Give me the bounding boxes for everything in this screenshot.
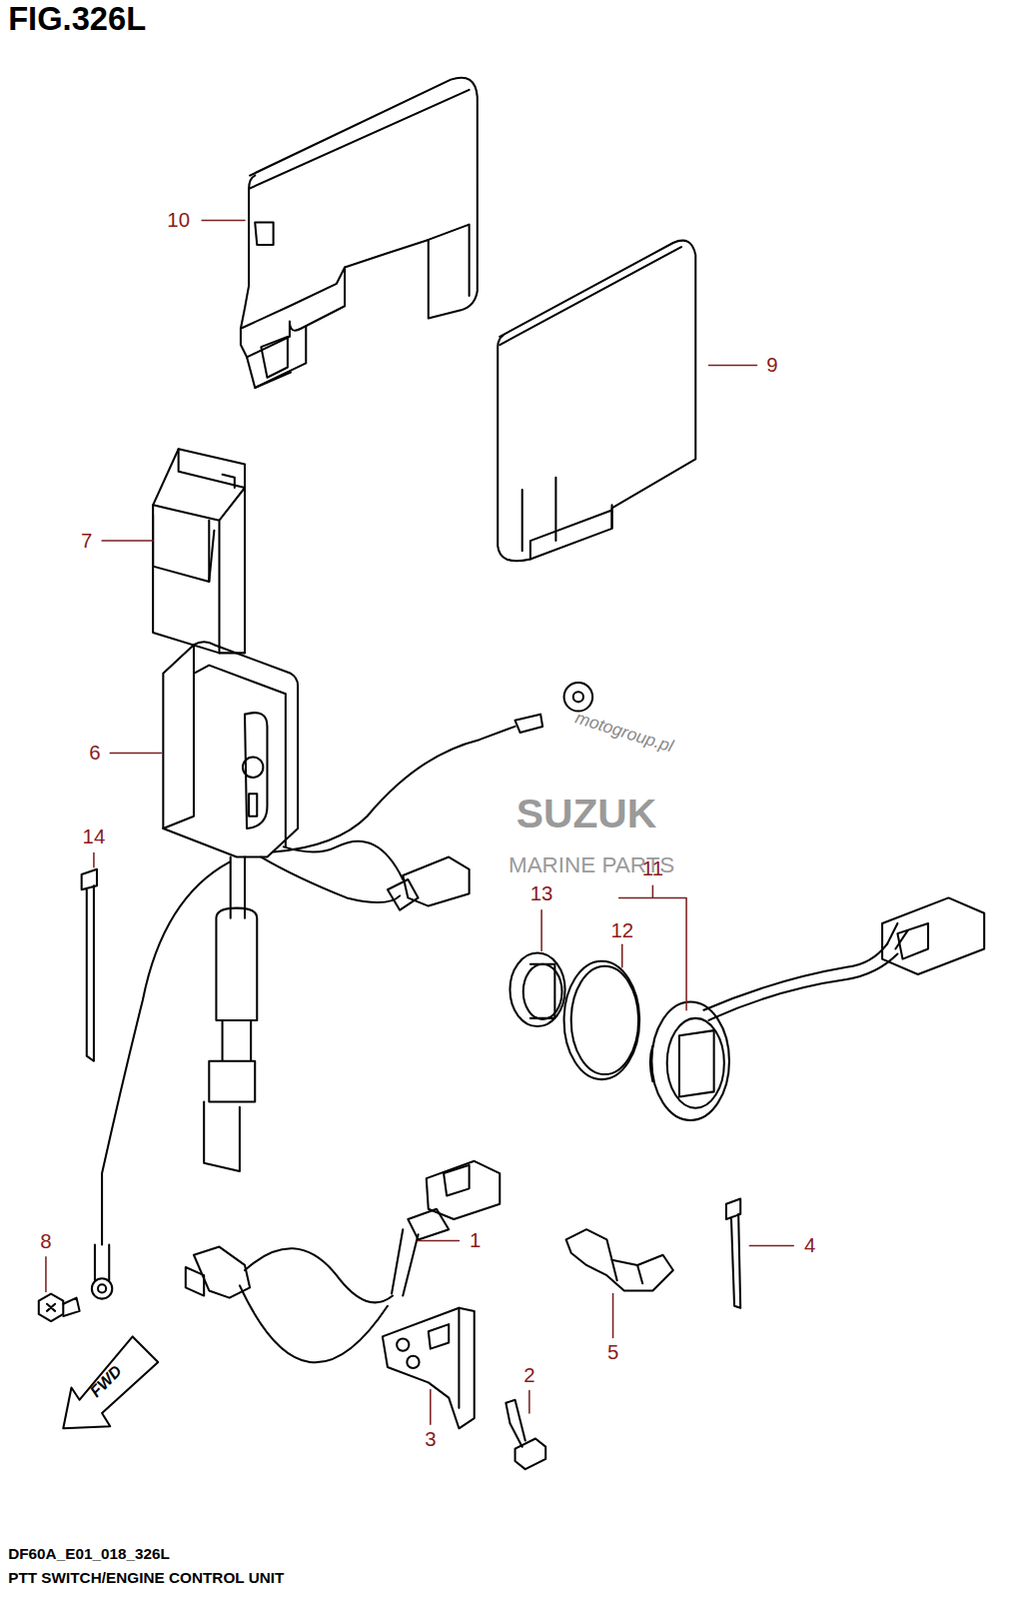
callout-number: 12 [610, 918, 634, 942]
callout-number: 13 [530, 882, 554, 906]
callout-number: 10 [166, 208, 190, 232]
callout-number: 3 [424, 1427, 436, 1451]
callout-number: 1 [469, 1228, 481, 1252]
callout-number: 4 [804, 1233, 816, 1257]
callout-number: 14 [82, 824, 106, 848]
figure-code: DF60A_E01_018_326L [7, 1544, 170, 1562]
figure-title: FIG.326L [7, 0, 146, 38]
callout-number: 5 [607, 1340, 619, 1364]
watermark: SUZUK [516, 791, 658, 838]
figure-caption: PTT SWITCH/ENGINE CONTROL UNIT [7, 1568, 284, 1586]
callout-number: 8 [39, 1229, 51, 1253]
watermark: motogroup.pl [572, 707, 676, 757]
callout-number: 7 [80, 528, 92, 552]
callout-number: 11 [642, 857, 664, 881]
callout-number: 2 [523, 1362, 535, 1386]
callout-number: 9 [766, 353, 778, 377]
callout-number: 6 [88, 741, 100, 765]
